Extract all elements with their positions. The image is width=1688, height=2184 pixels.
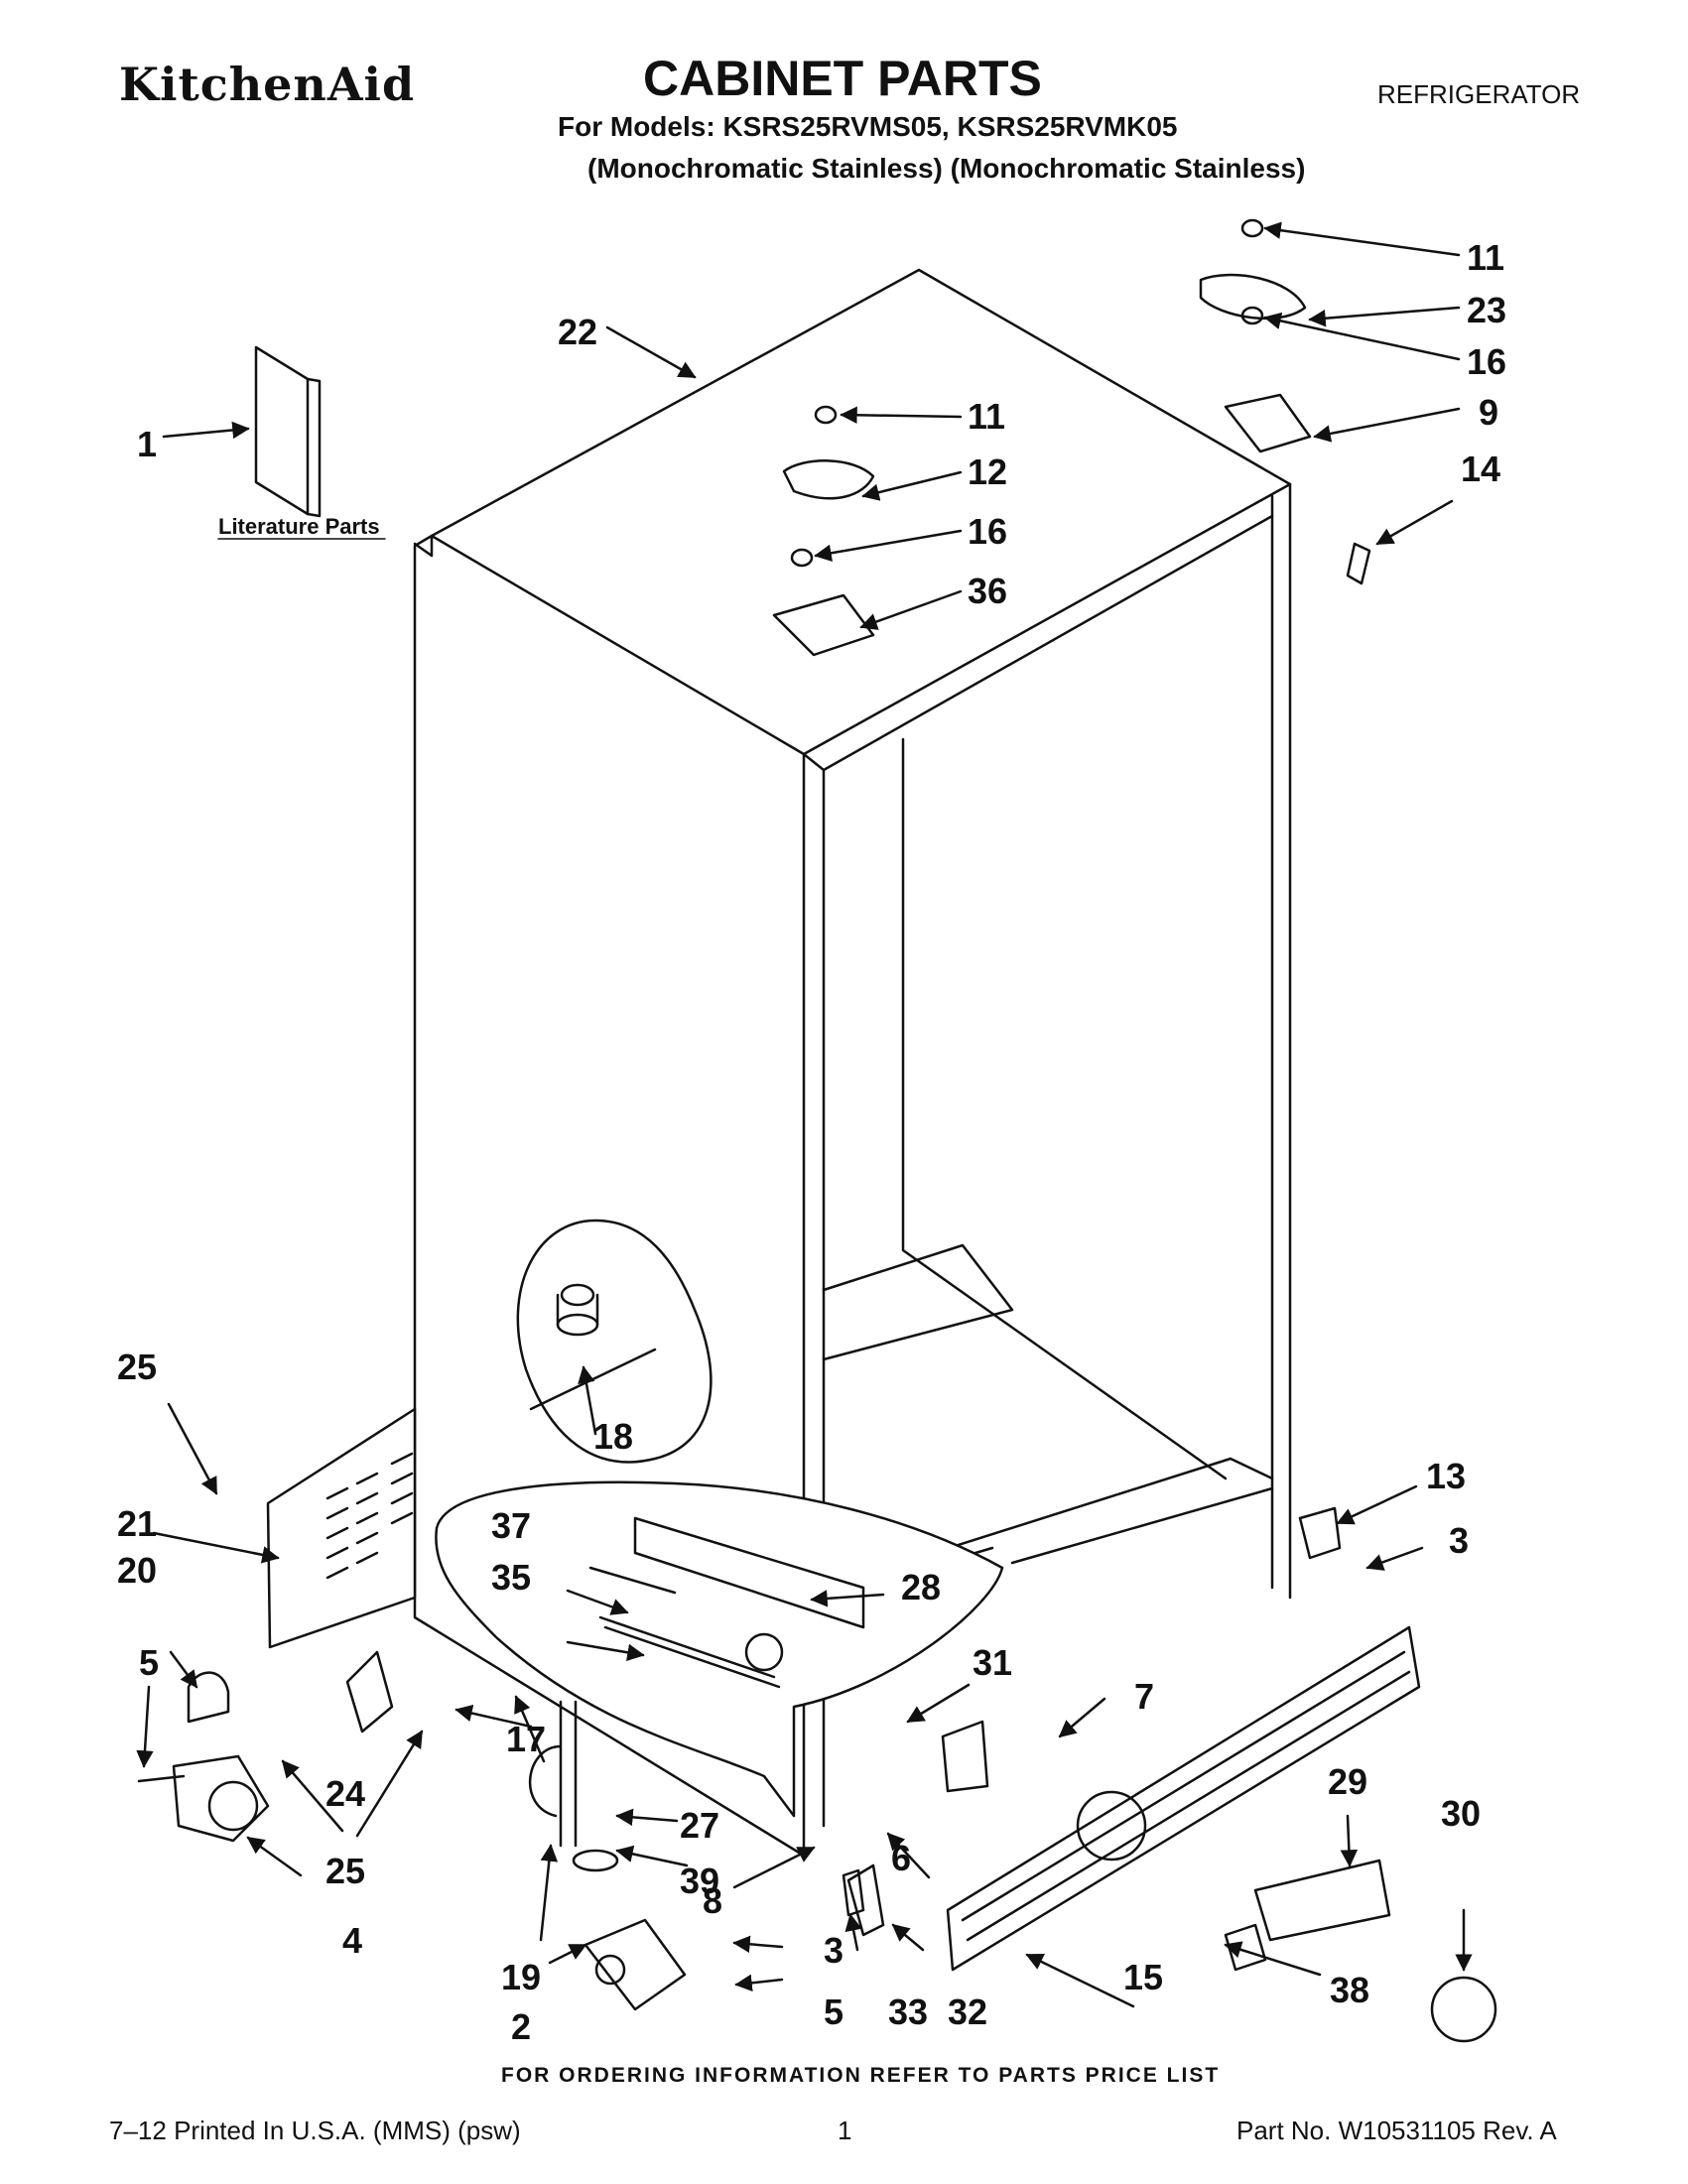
label-8: 8 [703, 1880, 722, 1921]
label-3-right: 3 [1449, 1520, 1469, 1561]
label-14: 14 [1461, 449, 1500, 489]
label-5-bottom: 5 [824, 1991, 844, 2032]
page-number: 1 [838, 2116, 852, 2145]
bottom-hinge-hardware [137, 1506, 1497, 2043]
variants-line: (Monochromatic Stainless) (Monochromatic… [587, 153, 1306, 184]
label-4: 4 [342, 1920, 362, 1961]
base-grille [946, 1625, 1421, 1972]
label-28: 28 [901, 1567, 941, 1607]
label-23: 23 [1467, 290, 1506, 330]
label-27: 27 [680, 1805, 719, 1846]
label-39: 39 [680, 1861, 719, 1901]
rear-access-panel [266, 1407, 417, 1649]
label-36: 36 [968, 571, 1007, 611]
label-38: 38 [1330, 1970, 1369, 2010]
label-16-center: 16 [968, 511, 1007, 552]
label-9: 9 [1479, 392, 1498, 433]
label-11-center: 11 [968, 396, 1005, 437]
label-3-bottom: 3 [824, 1930, 844, 1971]
label-5-left: 5 [139, 1642, 159, 1683]
label-22: 22 [558, 312, 597, 352]
drain-fitting-callout [516, 1219, 713, 1464]
label-11-right: 11 [1467, 237, 1504, 278]
label-32: 32 [948, 1991, 987, 2032]
leader-lines [136, 221, 1473, 2008]
label-1: 1 [137, 424, 157, 464]
label-25-bottom: 25 [325, 1851, 365, 1891]
label-20: 20 [117, 1550, 157, 1591]
brand-logo: KitchenAid [119, 58, 416, 111]
literature-parts-label: Literature Parts [218, 514, 380, 539]
label-6: 6 [891, 1838, 911, 1878]
ordering-note: FOR ORDERING INFORMATION REFER TO PARTS … [501, 2064, 1221, 2087]
top-hinge-hardware [772, 218, 1371, 657]
label-25-top: 25 [117, 1347, 157, 1387]
label-30: 30 [1441, 1793, 1481, 1834]
label-29: 29 [1328, 1761, 1367, 1802]
printed-info: 7–12 Printed In U.S.A. (MMS) (psw) [109, 2116, 521, 2145]
label-16-right: 16 [1467, 341, 1506, 382]
label-35: 35 [491, 1557, 531, 1598]
cabinet-body [413, 268, 1292, 1858]
label-19: 19 [501, 1957, 541, 1997]
part-number: Part No. W10531105 Rev. A [1236, 2116, 1557, 2145]
models-line: For Models: KSRS25RVMS05, KSRS25RVMK05 [558, 111, 1178, 142]
label-2: 2 [511, 2006, 531, 2047]
category-label: REFRIGERATOR [1377, 79, 1581, 109]
label-12: 12 [968, 451, 1007, 492]
label-31: 31 [973, 1642, 1012, 1683]
cutaway-condenser-callout [435, 1480, 1004, 1818]
label-15: 15 [1123, 1957, 1163, 1997]
label-18: 18 [593, 1416, 633, 1457]
label-24: 24 [325, 1773, 365, 1814]
label-37: 37 [491, 1505, 531, 1546]
label-17: 17 [506, 1719, 546, 1759]
label-21: 21 [117, 1503, 157, 1544]
literature-part-booklet [254, 345, 322, 518]
label-7: 7 [1134, 1676, 1154, 1717]
page-title: CABINET PARTS [643, 51, 1042, 106]
label-33: 33 [888, 1991, 928, 2032]
label-13: 13 [1426, 1456, 1466, 1496]
